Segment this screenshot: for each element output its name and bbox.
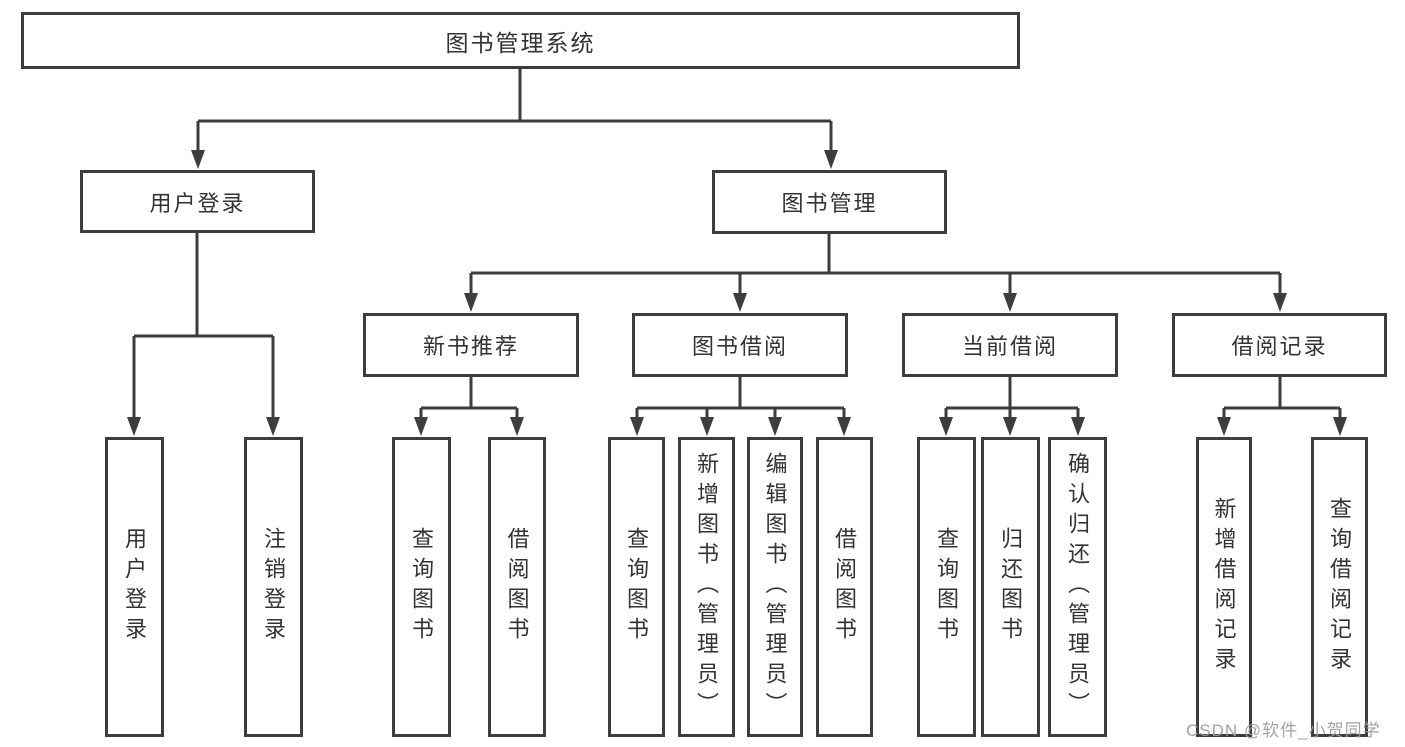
leaf-query-books-current: 查询图书 [917,437,976,737]
leaf-add-borrow-record: 新增借阅记录 [1196,437,1252,737]
node-label: 查询图书 [624,527,650,647]
node-borrow-records: 借阅记录 [1172,313,1387,377]
node-label: 新书推荐 [422,334,519,359]
leaf-user-login: 用户登录 [105,437,164,737]
arrowhead [824,150,838,169]
node-current-borrow: 当前借阅 [902,313,1118,377]
node-new-book-recommend: 新书推荐 [363,313,579,377]
node-label: 当前借阅 [961,334,1058,359]
node-label: 借阅图书 [832,527,858,647]
node-label: 归还图书 [998,527,1024,647]
node-book-management: 图书管理 [712,170,947,234]
leaf-return-book: 归还图书 [981,437,1040,737]
arrowhead [837,417,851,436]
node-user-login: 用户登录 [80,170,315,233]
arrowhead [1273,293,1287,312]
leaf-query-books-borrow: 查询图书 [608,437,665,737]
arrowhead [768,417,782,436]
node-label: 图书管理系统 [445,29,596,56]
arrowhead [1217,417,1231,436]
leaf-edit-book-admin: 编辑图书（管理员） [747,437,803,737]
leaf-query-borrow-record: 查询借阅记录 [1311,437,1368,737]
node-label: 借阅记录 [1231,334,1328,359]
arrowhead [266,417,280,436]
node-label: 查询图书 [409,527,435,647]
node-label: 图书管理 [781,191,878,216]
node-label: 图书借阅 [691,334,788,359]
arrowhead [1003,293,1017,312]
leaf-borrow-books-recommend: 借阅图书 [488,437,546,737]
arrowhead [700,417,714,436]
arrowheads [127,150,1347,436]
node-label: 查询图书 [934,527,960,647]
arrowhead [1333,417,1347,436]
leaf-add-book-admin: 新增图书（管理员） [678,437,735,737]
arrowhead [630,417,644,436]
node-label: 新增图书（管理员） [694,452,720,722]
node-label: 借阅图书 [504,527,530,647]
node-label: 查询借阅记录 [1327,497,1353,677]
arrowhead [414,417,428,436]
arrowhead [191,150,205,169]
arrowhead [1003,417,1017,436]
leaf-query-books-recommend: 查询图书 [392,437,451,737]
node-label: 用户登录 [122,527,148,647]
node-label: 用户登录 [149,190,246,216]
arrowhead [733,293,747,312]
node-label: 编辑图书（管理员） [762,452,788,722]
node-book-borrow: 图书借阅 [632,313,848,377]
node-root: 图书管理系统 [21,12,1020,69]
connector-path [132,69,1342,420]
leaf-logout: 注销登录 [244,437,303,737]
leaf-borrow-books-borrow: 借阅图书 [816,437,873,737]
arrowhead [939,417,953,436]
arrowhead [127,417,141,436]
leaf-confirm-return-admin: 确认归还（管理员） [1048,437,1107,737]
watermark: CSDN @软件_小贺同学 [1186,721,1381,740]
arrowhead [510,417,524,436]
node-label: 注销登录 [261,527,287,647]
node-label: 新增借阅记录 [1211,497,1237,677]
arrowhead [1071,417,1085,436]
arrowhead [464,293,478,312]
node-label: 确认归还（管理员） [1065,452,1091,722]
